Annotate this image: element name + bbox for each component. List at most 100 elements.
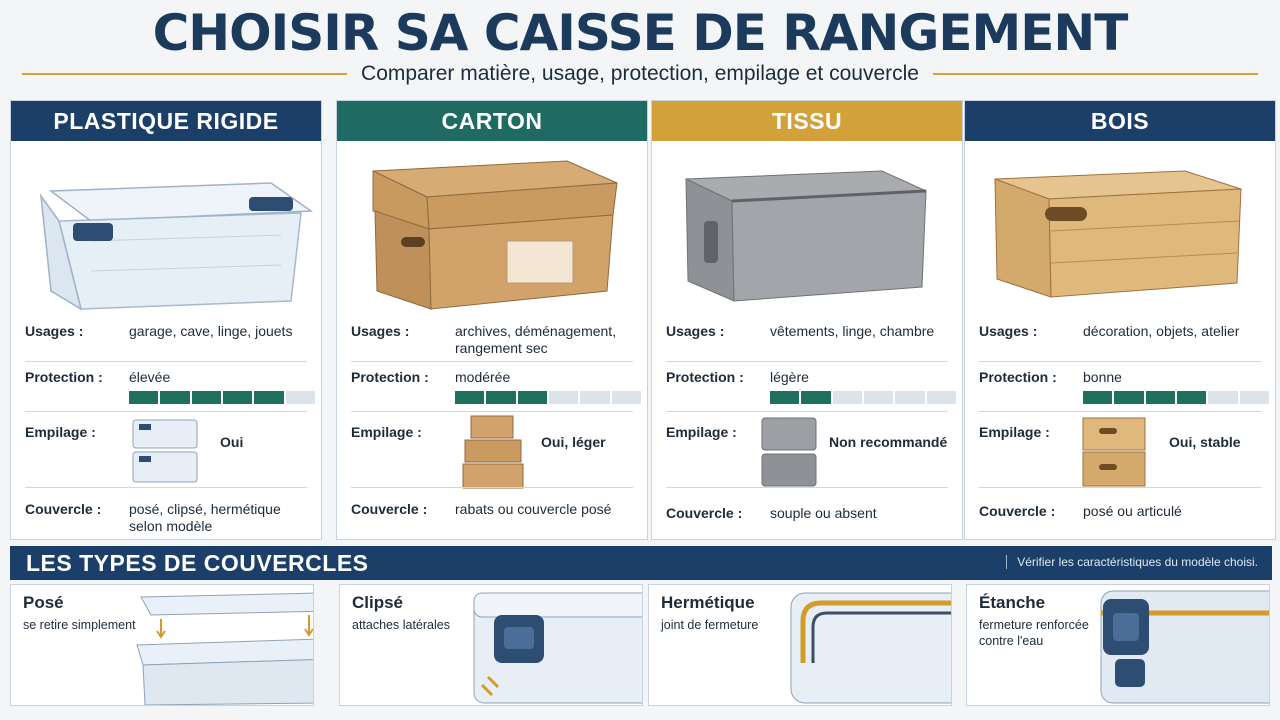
material-card-bois: BOIS Usages : décoration, objets, atelie… — [964, 100, 1276, 540]
couvercle-label: Couvercle : — [351, 501, 428, 517]
lid-name: Clipsé — [352, 593, 404, 612]
divider — [666, 411, 948, 412]
protection-bar-segment — [1114, 391, 1144, 404]
protection-label: Protection : — [25, 369, 103, 385]
protection-bar-segment — [895, 391, 925, 404]
couvercle-label: Couvercle : — [666, 505, 743, 521]
protection-value: bonne — [1083, 369, 1122, 385]
divider-right — [932, 73, 1259, 75]
divider — [351, 361, 633, 362]
divider — [351, 411, 633, 412]
protection-bar-segment — [455, 391, 485, 404]
usages-label: Usages : — [666, 323, 725, 339]
plastic-box-image — [11, 141, 321, 316]
divider — [25, 411, 307, 412]
divider-left — [22, 73, 348, 75]
divider — [979, 411, 1261, 412]
protection-bar — [1083, 391, 1269, 404]
protection-bar-segment — [801, 391, 831, 404]
material-title: TISSU — [652, 101, 962, 141]
usages-label: Usages : — [25, 323, 84, 339]
protection-bar-segment — [254, 391, 284, 404]
couvercle-label: Couvercle : — [25, 501, 102, 517]
lid-description: joint de fermeture — [661, 618, 759, 632]
placed-lid-image — [136, 592, 313, 705]
protection-bar-segment — [1176, 391, 1207, 404]
lid-name: Hermétique — [661, 593, 755, 612]
material-title: PLASTIQUE RIGIDE — [11, 101, 321, 141]
stacked-plastic-boxes-icon — [132, 419, 198, 483]
stacked-wooden-boxes-icon — [1082, 417, 1146, 487]
protection-bar-segment — [486, 391, 516, 404]
empilage-value: Oui — [220, 434, 244, 450]
protection-bar-segment — [863, 391, 894, 404]
airtight-lid-image — [790, 592, 951, 704]
lid-card-etanche: Étanche fermeture renforcée contre l'eau — [966, 584, 1270, 706]
lids-section-note: Vérifier les caractéristiques du modèle … — [1006, 555, 1258, 569]
empilage-value: Oui, léger — [541, 434, 606, 450]
material-card-tissu: TISSU Usages : vêtements, linge, chambre… — [651, 100, 963, 540]
fabric-box-image — [652, 141, 962, 316]
protection-bar — [770, 391, 956, 404]
couvercle-label: Couvercle : — [979, 503, 1056, 519]
protection-bar-segment — [1145, 391, 1175, 404]
protection-bar-segment — [548, 391, 579, 404]
wooden-box-image — [965, 141, 1275, 316]
protection-bar-segment — [160, 391, 190, 404]
usages-value: archives, déménagement, rangement sec — [455, 323, 617, 356]
lid-description: attaches latérales — [352, 618, 450, 632]
empilage-label: Empilage : — [666, 424, 737, 440]
usages-label: Usages : — [979, 323, 1038, 339]
usages-value: garage, cave, linge, jouets — [129, 323, 293, 339]
protection-bar-segment — [1208, 391, 1238, 404]
divider — [25, 361, 307, 362]
lids-section-header: LES TYPES DE COUVERCLES Vérifier les car… — [10, 546, 1272, 580]
protection-bar-segment — [611, 391, 641, 404]
lid-name: Posé — [23, 593, 64, 612]
divider — [979, 361, 1261, 362]
empilage-value: Non recommandé — [829, 434, 948, 450]
usages-value: vêtements, linge, chambre — [770, 323, 935, 339]
clip-lid-image — [473, 592, 642, 704]
usages-value: décoration, objets, atelier — [1083, 323, 1240, 339]
protection-bar-segment — [580, 391, 610, 404]
protection-value: modérée — [455, 369, 511, 385]
couvercle-value: posé ou articulé — [1083, 503, 1182, 519]
protection-value: légère — [770, 369, 809, 385]
protection-bar — [129, 391, 315, 404]
protection-bar-segment — [832, 391, 862, 404]
material-card-plastique: PLASTIQUE RIGIDE Usages : garage, cave, … — [10, 100, 322, 540]
protection-bar-segment — [517, 391, 547, 404]
empilage-label: Empilage : — [351, 424, 422, 440]
protection-bar — [455, 391, 641, 404]
protection-bar-segment — [129, 391, 159, 404]
empilage-label: Empilage : — [979, 424, 1050, 440]
lid-card-pose: Posé se retire simplement — [10, 584, 314, 706]
divider — [666, 487, 948, 488]
protection-bar-segment — [285, 391, 315, 404]
cardboard-box-image — [337, 141, 647, 316]
protection-bar-segment — [926, 391, 956, 404]
lid-description: se retire simplement — [23, 618, 136, 632]
stacked-cardboard-boxes-icon — [462, 415, 524, 489]
protection-bar-segment — [770, 391, 800, 404]
page-title: CHOISIR SA CAISSE DE RANGEMENT — [152, 4, 1129, 62]
protection-bar-segment — [1083, 391, 1113, 404]
lid-name: Étanche — [979, 593, 1046, 612]
divider — [979, 487, 1261, 488]
lid-card-hermetique: Hermétique joint de fermeture — [648, 584, 952, 706]
lid-card-clipse: Clipsé attaches latérales — [339, 584, 643, 706]
empilage-value: Oui, stable — [1169, 434, 1241, 450]
protection-bar-segment — [191, 391, 221, 404]
material-card-carton: CARTON Usages : archives, déménagement, … — [336, 100, 648, 540]
protection-label: Protection : — [351, 369, 429, 385]
material-title: CARTON — [337, 101, 647, 141]
protection-label: Protection : — [979, 369, 1057, 385]
waterproof-lid-image — [1100, 590, 1269, 704]
material-title: BOIS — [965, 101, 1275, 141]
couvercle-value: rabats ou couvercle posé — [455, 501, 612, 517]
protection-value: élevée — [129, 369, 171, 385]
couvercle-value: posé, clipsé, hermétique selon modèle — [129, 501, 281, 534]
protection-bar-segment — [222, 391, 253, 404]
lids-section-title: LES TYPES DE COUVERCLES — [26, 550, 369, 576]
